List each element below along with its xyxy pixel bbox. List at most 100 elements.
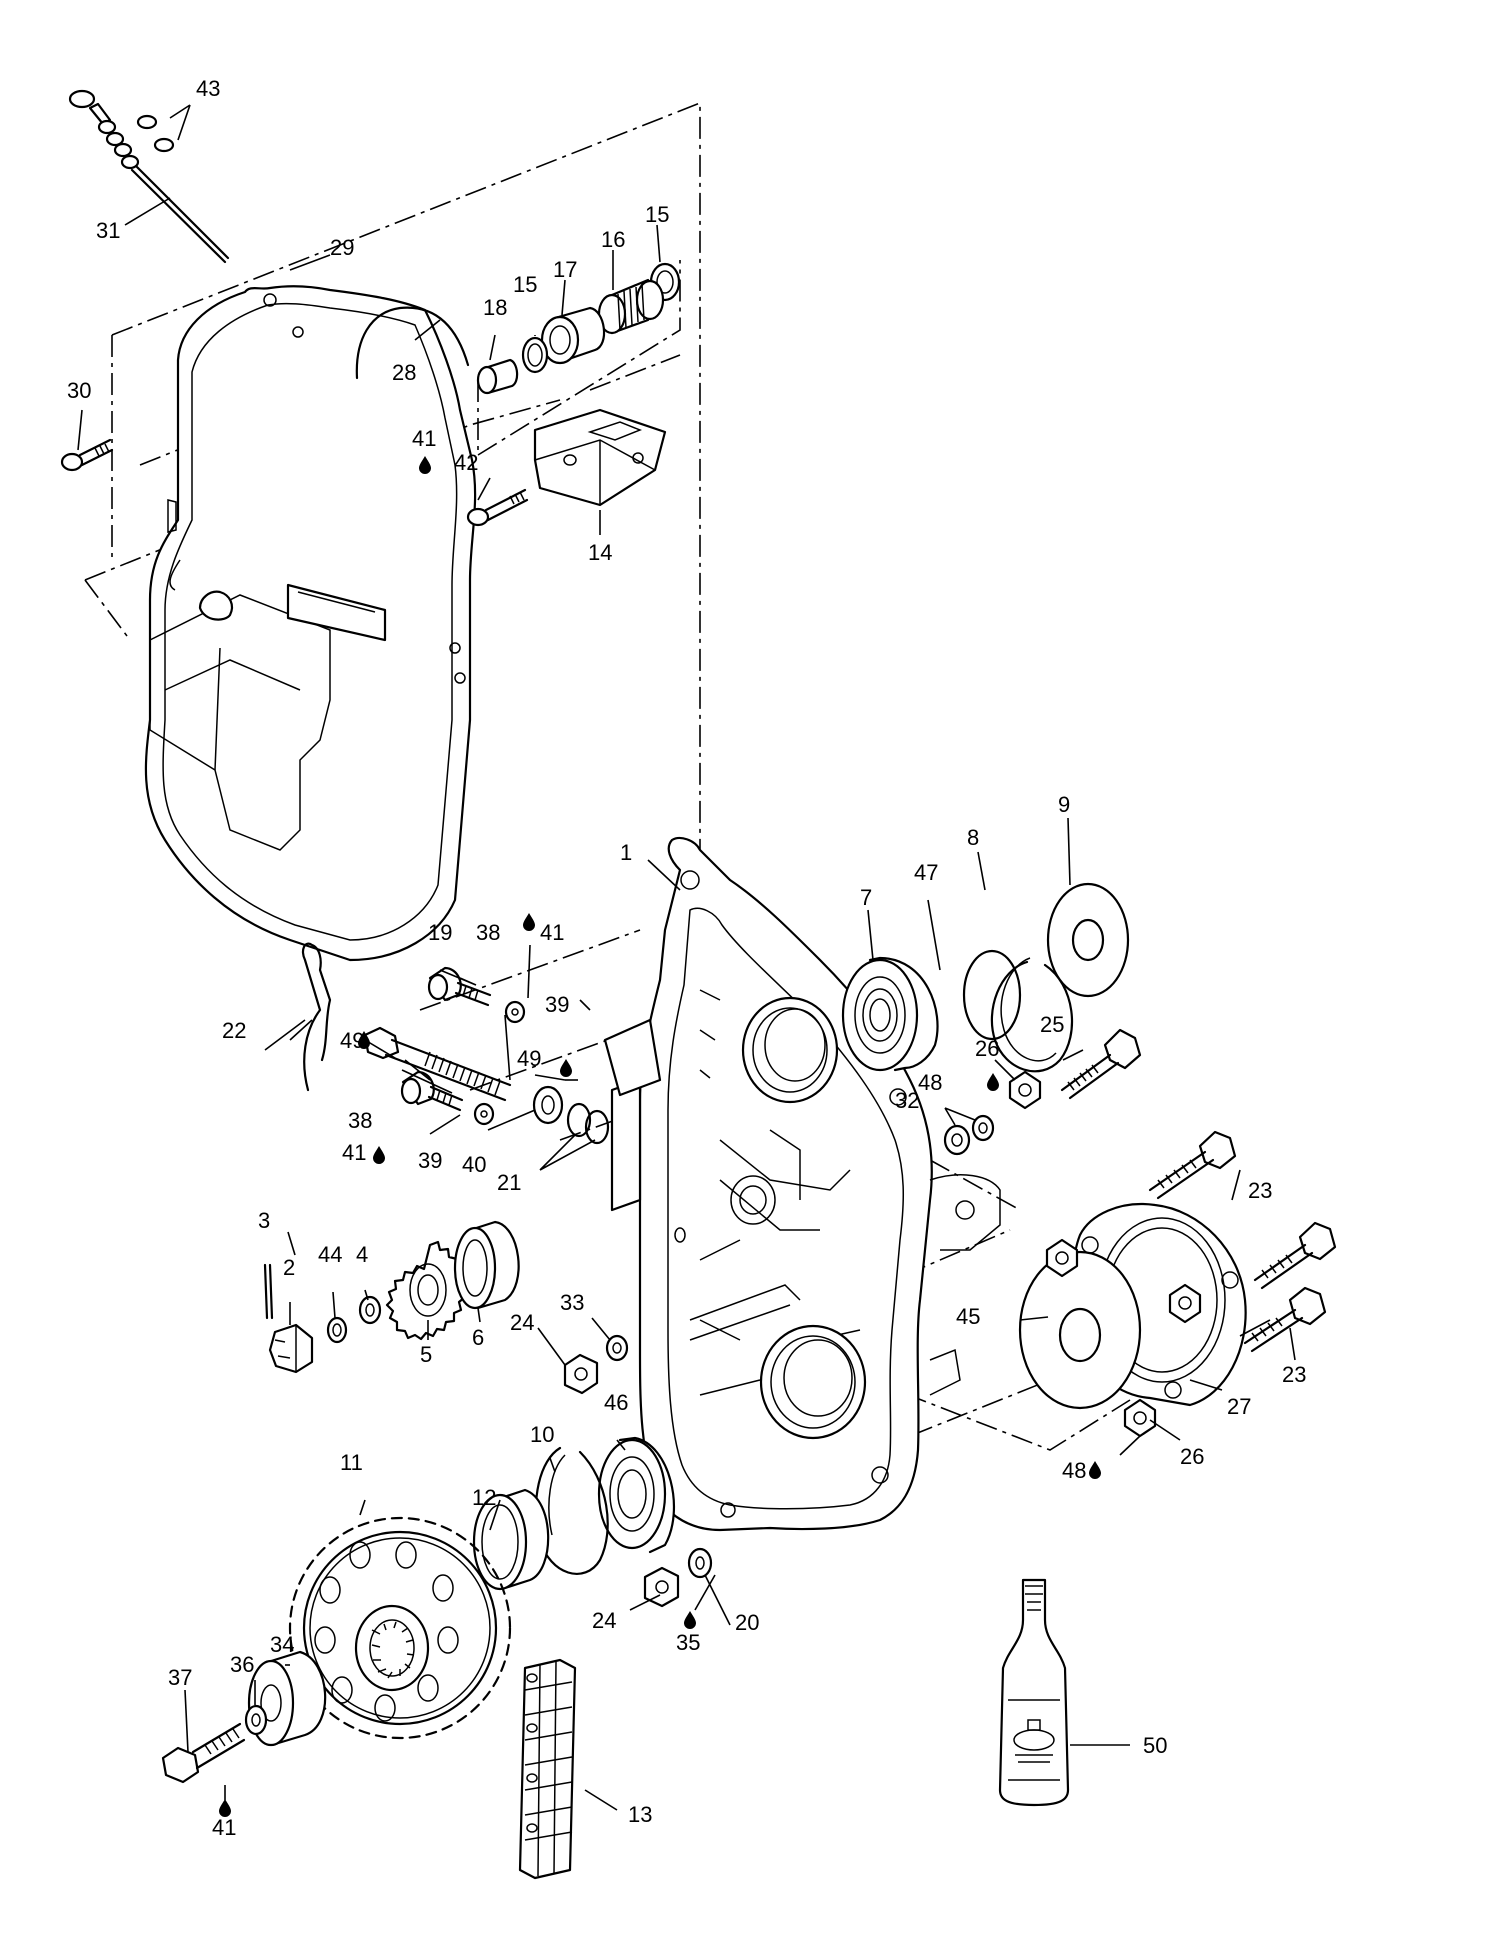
callout-20: 20: [735, 1610, 759, 1635]
callout-26b: 26: [1180, 1444, 1204, 1469]
washer-part-44: [326, 1316, 348, 1344]
nut-part-26: [1008, 1070, 1042, 1110]
callout-21: 21: [497, 1170, 521, 1195]
callout-32: 32: [895, 1088, 919, 1113]
washer-part-33: [605, 1334, 629, 1362]
callout-24a: 24: [510, 1310, 534, 1335]
callout-39b: 39: [418, 1148, 442, 1173]
callout-35: 35: [676, 1630, 700, 1655]
callout-42: 42: [454, 450, 478, 475]
callout-9: 9: [1058, 792, 1070, 817]
callout-48b: 48: [1062, 1458, 1086, 1483]
callout-18: 18: [483, 295, 507, 320]
callout-17: 17: [553, 257, 577, 282]
callout-11: 11: [340, 1450, 363, 1475]
callout-41c: 41: [342, 1140, 366, 1165]
bolt-part-25: [1060, 1028, 1142, 1100]
sprocket-part-11: [288, 1516, 512, 1740]
callout-43: 43: [196, 76, 220, 101]
gasket-part-45: [1018, 1250, 1142, 1410]
bushing-part-6: [453, 1220, 520, 1310]
cotter-pin-part-22: [301, 942, 332, 1092]
oil-drop-icon: [373, 1146, 385, 1164]
callout-24b: 24: [592, 1608, 616, 1633]
callout-39a: 39: [545, 992, 569, 1017]
o-ring-part-43: [153, 137, 175, 153]
callout-41d: 41: [212, 1815, 236, 1840]
callout-29: 29: [330, 235, 354, 260]
callout-22: 22: [222, 1018, 246, 1043]
callout-30: 30: [67, 378, 91, 403]
oil-drop-icon: [987, 1073, 999, 1091]
callout-19: 19: [428, 920, 452, 945]
bolt-part-37: [161, 1722, 246, 1784]
chaincase-housing-part-1: [603, 836, 1001, 1532]
callout-31: 31: [96, 218, 120, 243]
dipstick-part-31: [68, 89, 230, 264]
bolt-part-23: [1243, 1286, 1327, 1353]
bearing-part-46: [597, 1436, 675, 1554]
callout-6: 6: [472, 1325, 484, 1350]
callout-5: 5: [420, 1342, 432, 1367]
callout-44: 44: [318, 1242, 342, 1267]
callout-47: 47: [914, 860, 938, 885]
oil-drop-icon: [1089, 1461, 1101, 1479]
oil-drop-icon: [560, 1059, 572, 1077]
callout-25: 25: [1040, 1012, 1064, 1037]
callout-40: 40: [462, 1152, 486, 1177]
callout-38a: 38: [476, 920, 500, 945]
bearing-set-parts-15-18: [476, 262, 681, 395]
callout-49b: 49: [517, 1046, 541, 1071]
callout-7: 7: [860, 885, 872, 910]
callout-4: 4: [356, 1242, 368, 1267]
callout-13: 13: [628, 1802, 652, 1827]
callout-27: 27: [1227, 1394, 1251, 1419]
callout-15b: 15: [513, 272, 537, 297]
o-rings-part-21: [566, 1102, 610, 1145]
callout-36: 36: [230, 1652, 254, 1677]
callout-labels: 43 31 29 30 28 15 16 17 15 18 41 42 14 1…: [67, 76, 1306, 1840]
o-ring-part-43: [136, 114, 158, 130]
callout-45: 45: [956, 1304, 980, 1329]
callout-28: 28: [392, 360, 416, 385]
washer-part-40: [532, 1085, 564, 1125]
callout-38b: 38: [348, 1108, 372, 1133]
washer-part-40-hole: [541, 1095, 555, 1115]
callout-46: 46: [604, 1390, 628, 1415]
screw-part-30: [60, 438, 114, 472]
callout-14: 14: [588, 540, 612, 565]
seal-cord-part-28: [355, 306, 470, 380]
callout-16: 16: [601, 227, 625, 252]
chain-part-13: [518, 1658, 577, 1880]
callout-12: 12: [472, 1485, 496, 1510]
bolt-part-23: [1148, 1130, 1237, 1200]
callout-10: 10: [530, 1422, 554, 1447]
callout-41b: 41: [540, 920, 564, 945]
gear-part-5: [385, 1240, 468, 1341]
washer-part-36: [244, 1704, 268, 1736]
callout-23a: 23: [1248, 1178, 1272, 1203]
callout-37: 37: [168, 1665, 192, 1690]
nut-part-26b: [1045, 1238, 1157, 1438]
washer-part-39: [473, 1000, 526, 1126]
chaincase-cover-part-29: [144, 285, 477, 962]
circlip-part-8: [990, 957, 1074, 1073]
callout-48a: 48: [918, 1070, 942, 1095]
callout-41a: 41: [412, 426, 436, 451]
bushing-part-12: [472, 1488, 550, 1591]
callout-33: 33: [560, 1290, 584, 1315]
callout-15a: 15: [645, 202, 669, 227]
oil-bottle-part-50: [998, 1578, 1070, 1807]
callout-8: 8: [967, 825, 979, 850]
bearing-part-7: [841, 956, 939, 1072]
callout-50: 50: [1143, 1733, 1167, 1758]
washer-part-4: [358, 1295, 382, 1325]
bracket-part-14: [533, 408, 667, 507]
cotter-pin-part-3: [263, 1263, 274, 1320]
callout-3: 3: [258, 1208, 270, 1233]
tensioner-bolt-part-19: [363, 1026, 512, 1102]
callout-1: 1: [620, 840, 632, 865]
adjuster-cap-part-38: [427, 966, 492, 1007]
washer-part-20: [687, 1547, 713, 1579]
